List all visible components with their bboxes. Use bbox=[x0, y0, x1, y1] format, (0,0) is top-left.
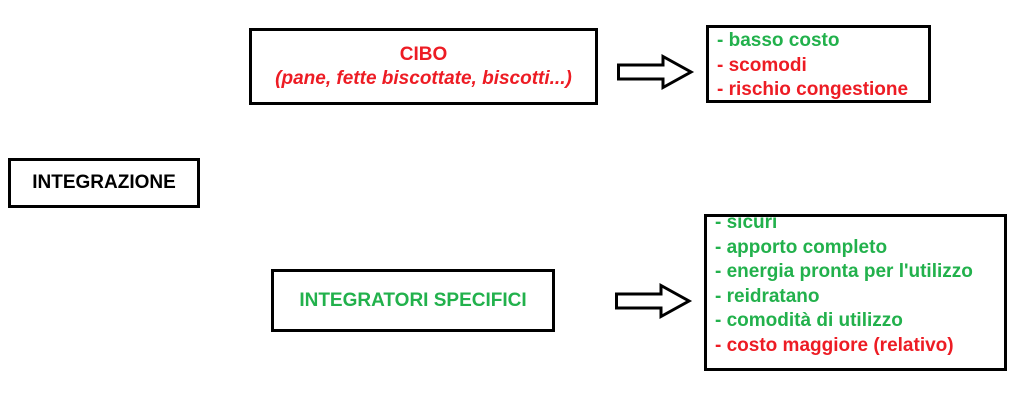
integratori-property-item: - comodità di utilizzo bbox=[715, 310, 903, 331]
integratori-property-item: - sicuri bbox=[715, 214, 778, 233]
integratori-property-item: - reidratano bbox=[715, 285, 820, 307]
cibo-property-item: - scomodi bbox=[717, 54, 807, 76]
integratori-property-item: - energia pronta per l'utilizzo bbox=[715, 261, 973, 282]
integratori-box: INTEGRATORI SPECIFICI bbox=[271, 269, 555, 332]
integrazione-label: INTEGRAZIONE bbox=[32, 172, 176, 193]
cibo-properties-box: - basso costo - scomodi - rischio conges… bbox=[706, 25, 931, 103]
integratori-title: INTEGRATORI SPECIFICI bbox=[299, 289, 527, 311]
cibo-title: CIBO bbox=[399, 43, 448, 65]
cibo-box: CIBO (pane, fette biscottate, biscotti..… bbox=[249, 28, 598, 105]
cibo-subtitle: (pane, fette biscottate, biscotti...) bbox=[275, 67, 572, 89]
cibo-property-item: - rischio congestione bbox=[717, 79, 909, 100]
cibo-property-item: - basso costo bbox=[717, 30, 840, 51]
arrow-right-icon bbox=[617, 53, 695, 91]
arrow-right-icon bbox=[615, 282, 693, 320]
integratori-properties-box: - sicuri - apporto completo - energia pr… bbox=[704, 214, 1007, 371]
integratori-property-item: - apporto completo bbox=[715, 236, 888, 258]
integrazione-box: INTEGRAZIONE bbox=[8, 158, 200, 208]
integratori-property-item: - costo maggiore (relativo) bbox=[715, 334, 954, 356]
